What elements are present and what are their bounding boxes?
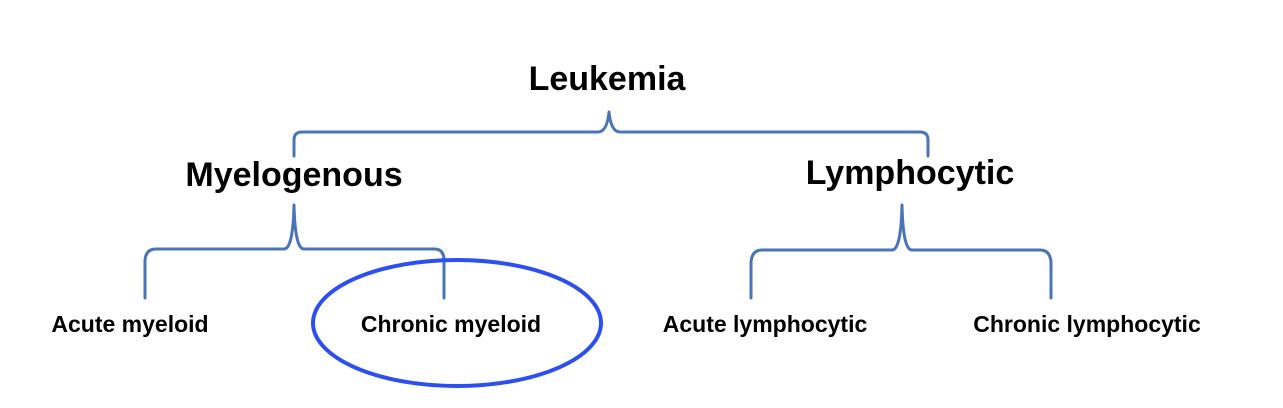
- leaf-label-acute-lymphocytic: Acute lymphocytic: [662, 311, 868, 337]
- bracket-myelogenous: [143, 203, 446, 300]
- root-label-leukemia: Leukemia: [528, 60, 686, 98]
- bracket-lymphocytic: [749, 203, 1053, 300]
- leaf-label-chronic-lymphocytic: Chronic lymphocytic: [973, 311, 1201, 337]
- branch-label-lymphocytic: Lymphocytic: [805, 154, 1015, 192]
- leaf-label-chronic-myeloid: Chronic myeloid: [360, 311, 542, 337]
- leaf-label-acute-myeloid: Acute myeloid: [51, 311, 209, 337]
- highlight-ellipse-chronic-myeloid: [311, 258, 603, 388]
- bracket-leukemia: [292, 110, 930, 158]
- branch-label-myelogenous: Myelogenous: [185, 156, 403, 194]
